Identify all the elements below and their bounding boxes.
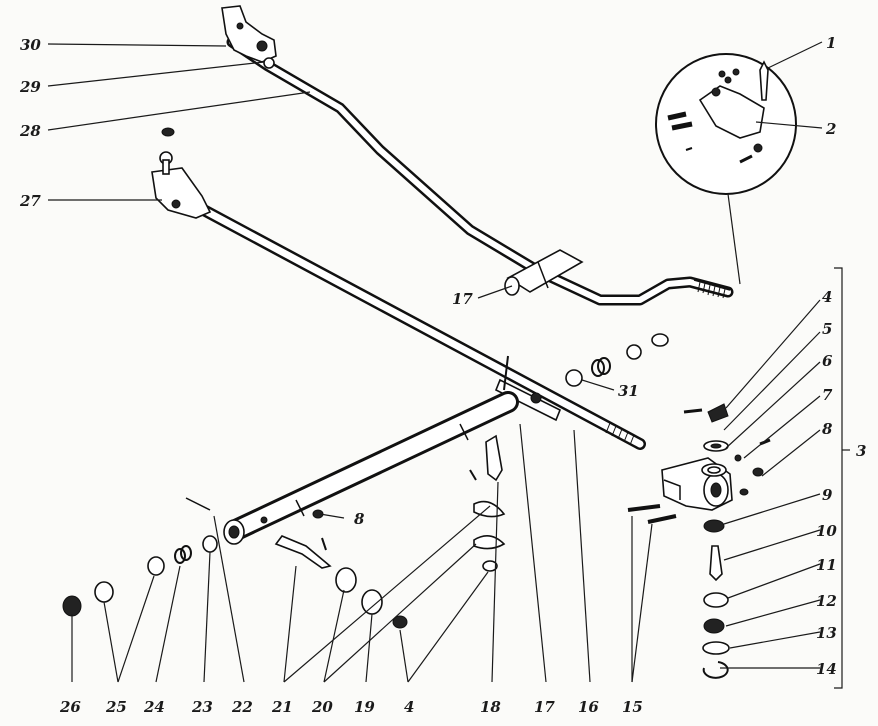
label-16: 16 xyxy=(578,698,599,716)
label-11: 11 xyxy=(816,556,837,574)
lower-small-parts xyxy=(62,434,506,629)
label-28: 28 xyxy=(19,122,41,140)
label-31: 31 xyxy=(618,382,639,400)
spring-group-31 xyxy=(565,333,669,387)
label-14: 14 xyxy=(816,660,837,678)
label-5: 5 xyxy=(822,320,832,338)
lower-rod xyxy=(223,391,519,545)
fork-bracket-30 xyxy=(221,5,277,63)
nut-29 xyxy=(263,57,275,69)
label-25: 25 xyxy=(105,698,127,716)
leader-lines xyxy=(47,41,850,689)
callout-labels: 30 29 28 27 17 31 8 1 2 3 4 5 6 7 8 9 10… xyxy=(19,34,866,716)
label-4-bottom: 4 xyxy=(404,698,414,716)
label-12: 12 xyxy=(816,592,837,610)
label-29: 29 xyxy=(19,78,41,96)
tie-rod-16 xyxy=(194,202,646,450)
ball-joint-27 xyxy=(151,127,212,219)
detail-circle xyxy=(655,53,797,195)
label-23: 23 xyxy=(191,698,213,716)
label-22: 22 xyxy=(231,698,253,716)
label-27: 27 xyxy=(19,192,41,210)
label-9: 9 xyxy=(822,486,833,504)
label-3: 3 xyxy=(856,442,866,460)
detail-leader xyxy=(727,193,741,285)
label-13: 13 xyxy=(816,624,837,642)
label-17-upper: 17 xyxy=(452,290,473,308)
label-24: 24 xyxy=(143,698,165,716)
label-18: 18 xyxy=(480,698,501,716)
label-4-right: 4 xyxy=(822,288,832,306)
label-20: 20 xyxy=(311,698,333,716)
label-10: 10 xyxy=(816,522,837,540)
label-15: 15 xyxy=(622,698,643,716)
label-21: 21 xyxy=(271,698,293,716)
label-6: 6 xyxy=(822,352,833,370)
label-1: 1 xyxy=(826,34,836,52)
label-8-lower: 8 xyxy=(354,510,365,528)
label-8-right: 8 xyxy=(822,420,833,438)
label-17-bottom: 17 xyxy=(534,698,555,716)
label-7: 7 xyxy=(822,386,833,404)
label-30: 30 xyxy=(20,36,41,54)
clamp-sleeve-upper xyxy=(504,249,584,296)
label-26: 26 xyxy=(59,698,81,716)
label-2: 2 xyxy=(825,120,836,138)
label-19: 19 xyxy=(354,698,375,716)
